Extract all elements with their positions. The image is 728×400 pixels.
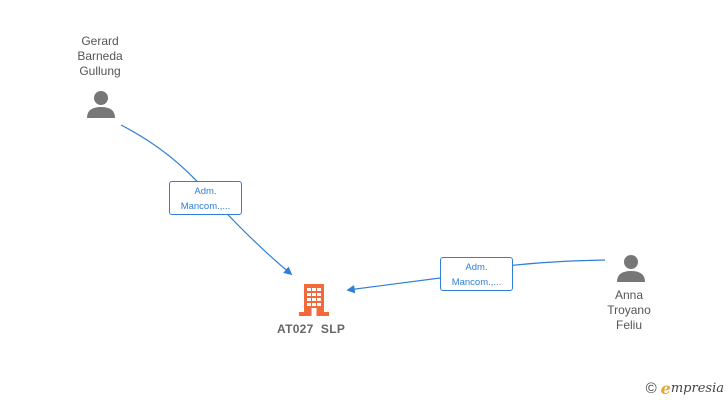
person-name-line: Gerard — [81, 34, 119, 48]
brand-logo: © e mpresia — [646, 379, 724, 398]
edge-label-line: Mancom.,... — [451, 277, 502, 288]
person-name-line: Troyano — [607, 303, 651, 317]
person-name-anna[interactable]: Anna Troyano Feliu — [584, 288, 674, 333]
logo-initial: e — [660, 379, 671, 398]
person-name-line: Barneda — [77, 49, 123, 63]
person-icon[interactable] — [616, 253, 646, 283]
edge-label-line: Adm. — [465, 262, 488, 273]
building-icon[interactable] — [298, 283, 330, 317]
person-name-line: Anna — [614, 288, 644, 302]
copyright-icon: © — [645, 380, 657, 397]
person-name-gerard[interactable]: Gerard Barneda Gullung — [55, 34, 145, 79]
logo-text: mpresia — [670, 381, 724, 396]
company-name[interactable]: AT027 SLP — [277, 322, 346, 336]
person-icon[interactable] — [86, 89, 116, 119]
person-name-line: Gullung — [79, 64, 121, 78]
edge-label-line: Mancom.,... — [180, 201, 231, 212]
edge-label-line: Adm. — [194, 186, 217, 197]
person-name-line: Feliu — [615, 318, 642, 332]
edge-label-p1[interactable]: Adm. Mancom.,... — [169, 181, 242, 215]
edge-label-p2[interactable]: Adm. Mancom.,... — [440, 257, 513, 291]
